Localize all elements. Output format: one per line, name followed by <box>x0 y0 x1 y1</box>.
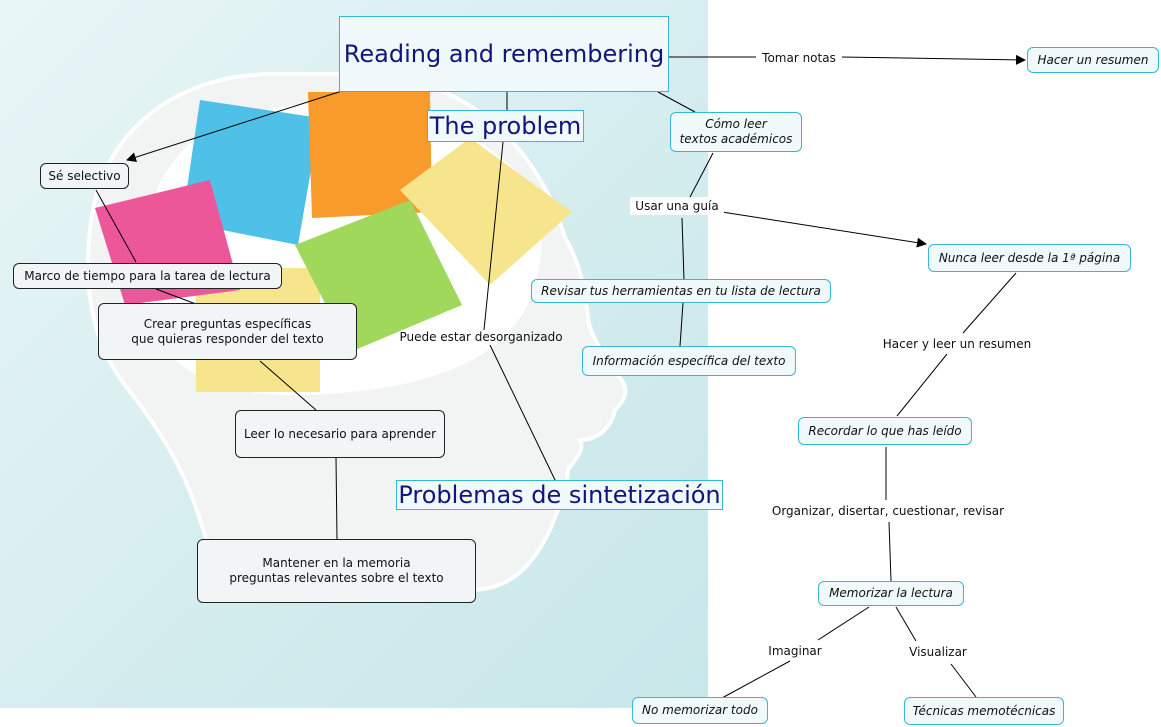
synthesis-problems-label: Problemas de sintetización <box>396 480 723 510</box>
the-problem-label: The problem <box>427 110 584 142</box>
take-notes-label: Tomar notas <box>756 49 842 67</box>
make-summary-node: Hacer un resumen <box>1027 47 1159 73</box>
be-selective-node: Sé selectivo <box>40 163 129 189</box>
remember-read-node: Recordar lo que has leído <box>798 417 972 445</box>
review-tools-node: Revisar tus herramientas en tu lista de … <box>531 279 831 303</box>
read-necessary-node: Leer lo necesario para aprender <box>235 410 445 458</box>
time-frame-node: Marco de tiempo para la tarea de lectura <box>13 263 282 289</box>
mnemonic-techniques-node: Técnicas memotécnicas <box>904 697 1064 725</box>
disorganized-label: Puede estar desorganizado <box>399 329 563 344</box>
memorize-reading-node: Memorizar la lectura <box>818 581 964 606</box>
never-first-page-node: Nunca leer desde la 1ª página <box>928 244 1131 272</box>
specific-info-node: Información específica del texto <box>582 346 796 376</box>
create-questions-node: Crear preguntas específicas que quieras … <box>98 303 357 360</box>
read-summary-label: Hacer y leer un resumen <box>876 335 1038 353</box>
how-to-read-node: Cómo leer textos académicos <box>670 112 802 152</box>
title-reading-and-remembering: Reading and remembering <box>339 16 669 92</box>
dont-memorize-all-node: No memorizar todo <box>632 697 768 724</box>
use-guide-label: Usar una guía <box>630 197 724 215</box>
keep-memory-node: Mantener en la memoria preguntas relevan… <box>197 539 476 603</box>
visualize-label: Visualizar <box>904 643 972 661</box>
imagine-label: Imaginar <box>762 642 828 660</box>
organize-label: Organizar, disertar, cuestionar, revisar <box>766 502 1010 520</box>
